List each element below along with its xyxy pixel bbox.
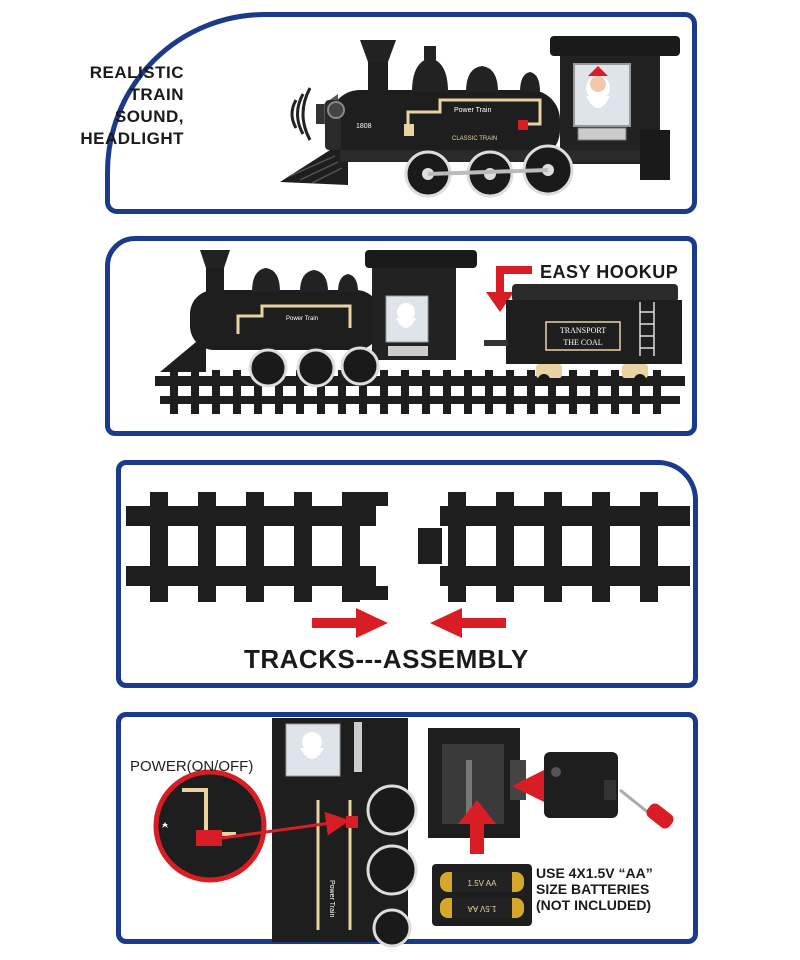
battery-box	[428, 728, 526, 838]
screwdriver-icon	[619, 788, 674, 829]
track-tie	[338, 370, 346, 414]
tender-plate-line2: THE COAL	[563, 338, 602, 347]
loco-badge-side: Power Train	[328, 880, 335, 917]
track-tie	[401, 370, 409, 414]
loco-number: 1808	[356, 123, 372, 130]
loco-badge-medium: Power Train	[286, 316, 318, 322]
battery-cover	[544, 752, 618, 818]
battery-print-2: 1.5V AA	[467, 904, 497, 913]
locomotive-medium: Power Train	[160, 250, 477, 388]
loco-side-view: Power Train	[272, 718, 418, 948]
power-switch-label: POWER(ON/OFF)	[130, 758, 254, 775]
track-left	[126, 492, 388, 602]
sound-label-line4: HEADLIGHT	[80, 129, 184, 148]
track-tie	[611, 370, 619, 414]
track-tie	[653, 370, 661, 414]
track-tie	[359, 370, 367, 414]
track-tie	[212, 370, 220, 414]
sound-label-line2: TRAIN	[129, 85, 184, 104]
track-tie	[590, 370, 598, 414]
battery-pack: 1.5V AA 1.5V AA	[432, 864, 532, 926]
track-tie	[422, 370, 430, 414]
track-tie	[254, 370, 262, 414]
sound-label-line1: REALISTIC	[89, 63, 184, 82]
track-tie	[464, 370, 472, 414]
track-tie	[485, 370, 493, 414]
track-tie	[506, 370, 514, 414]
sound-headlight-label: REALISTIC TRAIN SOUND, HEADLIGHT	[64, 62, 184, 150]
tender-plate-line1: TRANSPORT	[560, 326, 606, 335]
battery-note: USE 4X1.5V “AA” SIZE BATTERIES (NOT INCL…	[536, 865, 653, 913]
sound-label-line3: SOUND,	[114, 107, 184, 126]
track-tie	[317, 370, 325, 414]
tracks-assembly-label: TRACKS---ASSEMBLY	[244, 644, 529, 674]
coal-tender: TRANSPORT THE COAL	[484, 284, 682, 386]
locomotive-large: Power Train 1808 CLASSIC TRAIN	[280, 36, 680, 198]
track-tie	[443, 370, 451, 414]
battery-note-line3: (NOT INCLUDED)	[536, 897, 652, 913]
track-tie	[296, 370, 304, 414]
track-tie	[632, 370, 640, 414]
battery-note-line2: SIZE BATTERIES	[536, 881, 650, 897]
power-switch-zoom	[153, 769, 350, 883]
track-tie	[380, 370, 388, 414]
hookup-arrow	[486, 266, 532, 312]
track-tie	[170, 370, 178, 414]
assembly-arrows	[312, 608, 506, 638]
loco-stripe: CLASSIC TRAIN	[452, 136, 497, 142]
easy-hookup-label: EASY HOOKUP	[540, 262, 679, 282]
battery-print-1: 1.5V AA	[468, 879, 498, 888]
loco-badge: Power Train	[454, 107, 491, 114]
battery-note-line1: USE 4X1.5V “AA”	[536, 865, 653, 881]
track-tie	[527, 370, 535, 414]
track-tie	[275, 370, 283, 414]
track-tie	[569, 370, 577, 414]
track-tie	[548, 370, 556, 414]
track-tie	[191, 370, 199, 414]
track-ties-panel2	[155, 376, 685, 404]
track-right	[418, 492, 690, 602]
battery-arrow	[458, 800, 496, 854]
track-tie	[233, 370, 241, 414]
